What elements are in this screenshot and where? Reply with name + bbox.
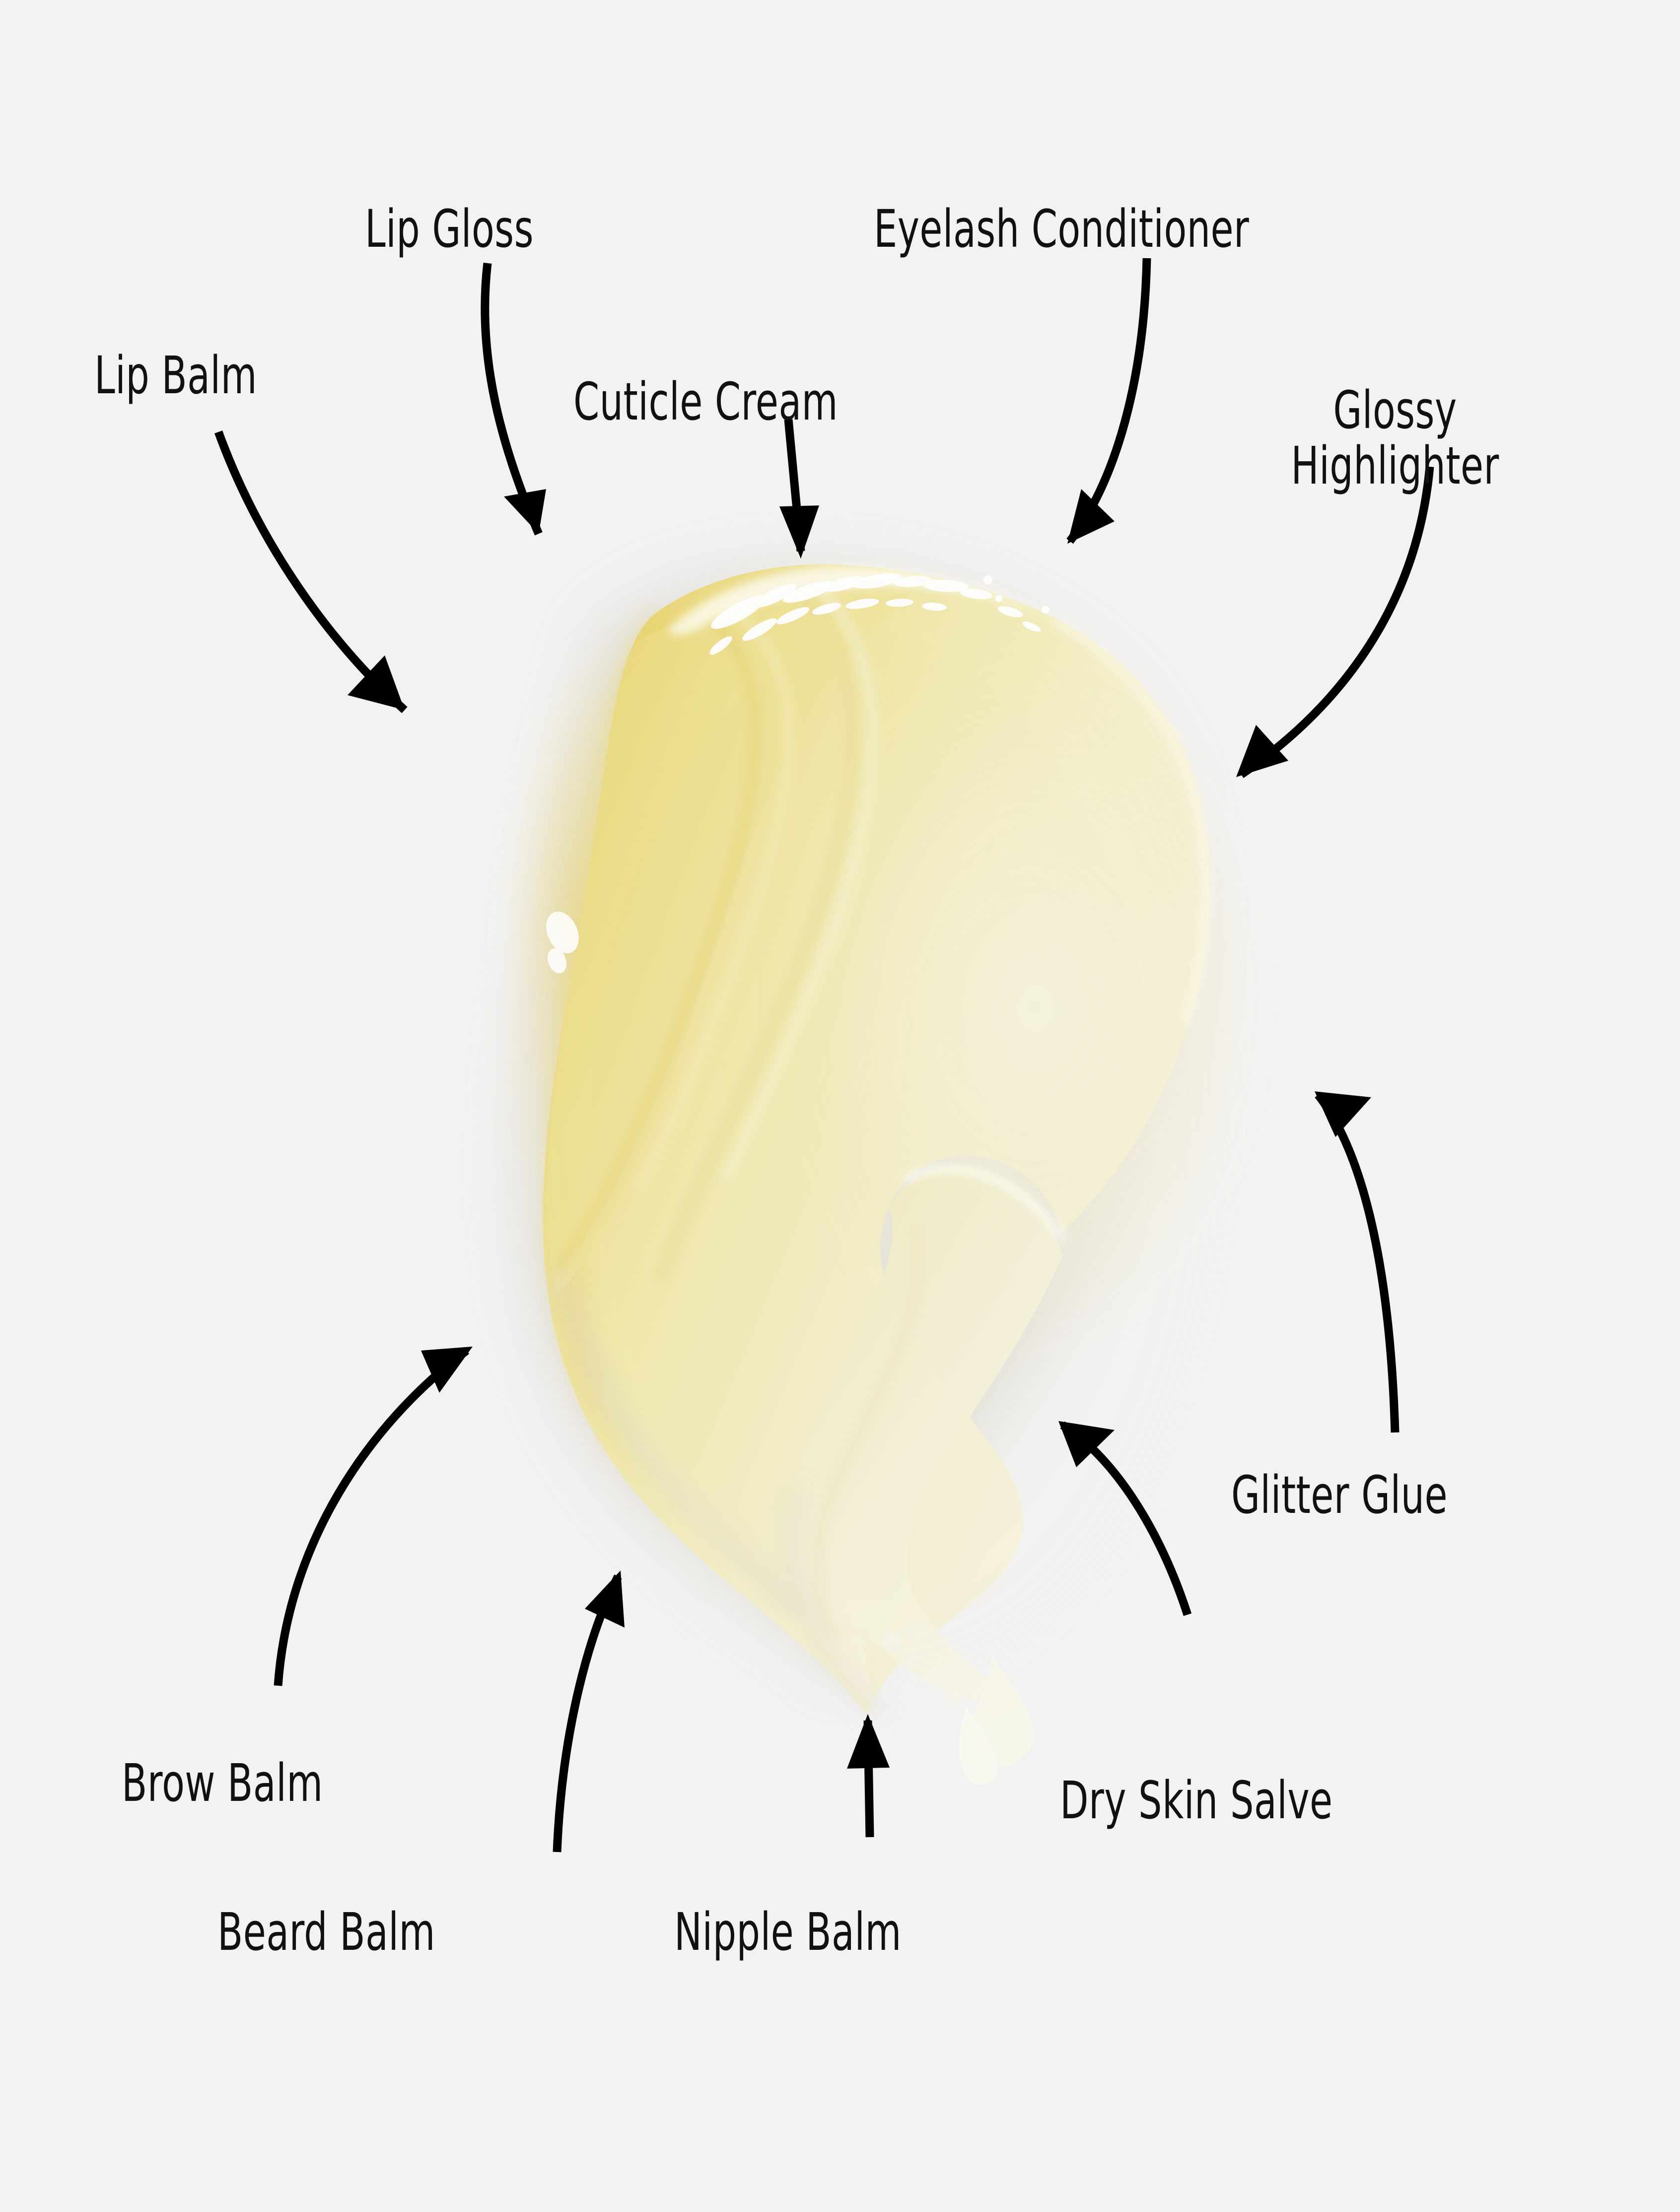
callout-arrow-nipple-balm <box>847 1714 890 1838</box>
callout-label-beard-balm: Beard Balm <box>217 1902 435 1962</box>
arrow-head-icon <box>1315 1091 1371 1137</box>
arrow-head-icon <box>779 505 819 559</box>
arrow-shaft <box>274 1347 470 1686</box>
callout-label-glossy-highlighter: Glossy Highlighter <box>1291 380 1499 497</box>
callout-arrow-lip-balm <box>214 430 408 714</box>
callout-arrow-beard-balm <box>553 1570 625 1853</box>
callout-label-eyelash-conditioner: Eyelash Conditioner <box>874 199 1250 259</box>
callout-label-glitter-glue: Glitter Glue <box>1231 1465 1448 1525</box>
callout-arrow-dry-skin-salve <box>1058 1421 1192 1616</box>
arrow-head-icon <box>421 1347 473 1393</box>
callout-arrow-lip-gloss <box>481 263 546 536</box>
arrow-head-icon <box>348 655 405 710</box>
arrow-shaft <box>1315 1092 1400 1433</box>
arrow-head-icon <box>504 489 546 534</box>
callout-arrow-brow-balm <box>274 1347 473 1686</box>
arrow-head-icon <box>847 1714 890 1769</box>
callout-arrow-glossy-highlighter <box>1236 466 1434 779</box>
callout-label-lip-gloss: Lip Gloss <box>365 199 534 259</box>
callout-arrow-cuticle-cream <box>779 419 819 559</box>
callout-label-nipple-balm: Nipple Balm <box>674 1902 902 1962</box>
callout-label-lip-balm: Lip Balm <box>94 345 257 406</box>
arrow-head-icon <box>1058 1421 1115 1467</box>
callout-arrow-eyelash-conditioner <box>1066 258 1151 544</box>
callout-label-cuticle-cream: Cuticle Cream <box>573 371 838 432</box>
callout-label-dry-skin-salve: Dry Skin Salve <box>1060 1770 1333 1831</box>
arrow-head-icon <box>585 1570 625 1628</box>
arrow-head-icon <box>1067 489 1115 544</box>
callout-arrow-glitter-glue <box>1315 1091 1400 1433</box>
arrow-head-icon <box>1236 725 1288 777</box>
arrow-shaft <box>1239 466 1434 779</box>
callout-label-brow-balm: Brow Balm <box>122 1753 323 1813</box>
